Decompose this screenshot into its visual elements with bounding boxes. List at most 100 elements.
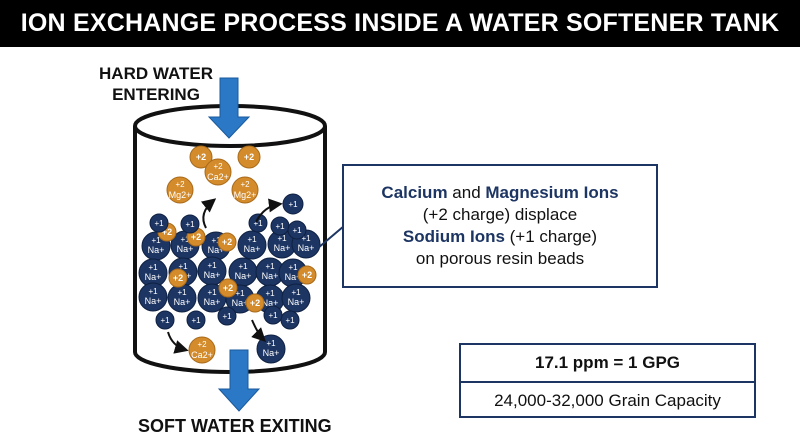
callout-line-3: Sodium Ions (+1 charge) <box>402 227 598 246</box>
svg-text:+2: +2 <box>173 273 183 283</box>
svg-text:Ca2+: Ca2+ <box>207 172 229 182</box>
svg-text:+1: +1 <box>148 287 158 296</box>
svg-text:+1: +1 <box>151 236 161 245</box>
resin-beads: +2+2Ca2++2+2Mg2++2Mg2++1+1Na++1Na++1Na++… <box>138 145 321 364</box>
sodium-bead: +1Na+ <box>281 283 311 313</box>
plus-two-ion: +2 <box>218 278 238 298</box>
flow-arrow <box>200 198 217 229</box>
ppm-conversion: 17.1 ppm = 1 GPG <box>461 345 754 383</box>
sodium-ion: +1 <box>282 193 304 215</box>
outflow-arrow <box>217 349 261 412</box>
svg-text:+1: +1 <box>247 235 257 244</box>
svg-text:Na+: Na+ <box>204 270 221 280</box>
svg-text:+1: +1 <box>185 220 195 229</box>
svg-text:+1: +1 <box>207 288 217 297</box>
plus-two-ion: +2 <box>168 268 188 288</box>
svg-text:+2: +2 <box>302 270 312 280</box>
svg-text:+1: +1 <box>292 226 302 235</box>
svg-text:+1: +1 <box>222 312 232 321</box>
plus-two-ion: +2 <box>217 232 237 252</box>
soft-water-exiting-label: SOFT WATER EXITING <box>138 416 332 436</box>
info-box: 17.1 ppm = 1 GPG 24,000-32,000 Grain Cap… <box>459 343 756 418</box>
svg-text:Na+: Na+ <box>244 244 261 254</box>
flow-arrow <box>167 331 189 354</box>
svg-text:Na+: Na+ <box>174 297 191 307</box>
svg-text:Na+: Na+ <box>274 243 291 253</box>
svg-text:Ca2+: Ca2+ <box>191 350 213 360</box>
sodium-ion: +1 <box>149 213 169 233</box>
svg-text:+1: +1 <box>178 262 188 271</box>
svg-text:Na+: Na+ <box>263 348 280 358</box>
sodium-bead: +1Na+ <box>197 256 227 286</box>
svg-text:+1: +1 <box>154 219 164 228</box>
svg-text:+1: +1 <box>285 316 295 325</box>
svg-text:+1: +1 <box>238 262 248 271</box>
svg-text:Na+: Na+ <box>235 271 252 281</box>
sodium-ion: +1 <box>270 216 290 236</box>
svg-text:Na+: Na+ <box>232 298 249 308</box>
svg-text:Na+: Na+ <box>145 272 162 282</box>
svg-text:+1: +1 <box>207 261 217 270</box>
callout-line-4: on porous resin beads <box>415 249 585 268</box>
grain-capacity: 24,000-32,000 Grain Capacity <box>494 390 721 410</box>
callout-line-1: Calcium and Magnesium Ions <box>381 183 619 202</box>
svg-text:+1: +1 <box>191 316 201 325</box>
sodium-ion: +1 <box>263 305 283 325</box>
svg-text:+2: +2 <box>223 283 233 293</box>
callout-box: Calcium and Magnesium Ions (+2 charge) d… <box>342 164 658 288</box>
callout-connector <box>317 225 345 249</box>
sodium-ion: +1 <box>280 310 300 330</box>
svg-text:+1: +1 <box>160 316 170 325</box>
svg-text:+1: +1 <box>235 289 245 298</box>
svg-text:+2: +2 <box>240 180 250 189</box>
inflow-arrow <box>207 77 251 139</box>
hard-water-entering-label: HARD WATER ENTERING <box>99 64 213 104</box>
svg-text:+2: +2 <box>213 162 223 171</box>
callout-line-2: (+2 charge) displace <box>422 205 578 224</box>
svg-text:+1: +1 <box>253 219 263 228</box>
svg-text:Na+: Na+ <box>145 296 162 306</box>
sodium-bead: +1Na+ <box>237 230 267 260</box>
svg-text:Na+: Na+ <box>204 297 221 307</box>
svg-text:+1: +1 <box>268 311 278 320</box>
svg-text:Mg2+: Mg2+ <box>169 190 192 200</box>
svg-text:+1: +1 <box>291 288 301 297</box>
svg-text:+2: +2 <box>162 227 172 237</box>
sodium-ion: +1 <box>248 213 268 233</box>
svg-text:+1: +1 <box>301 234 311 243</box>
plus-two-ion: +2 <box>245 293 265 313</box>
svg-text:Na+: Na+ <box>208 245 225 255</box>
svg-text:+2: +2 <box>197 340 207 349</box>
svg-text:Na+: Na+ <box>262 298 279 308</box>
svg-text:Na+: Na+ <box>148 245 165 255</box>
svg-text:+2: +2 <box>191 232 201 242</box>
svg-text:+1: +1 <box>277 234 287 243</box>
sodium-bead: +1Na+ <box>138 282 168 312</box>
svg-text:Na+: Na+ <box>177 244 194 254</box>
svg-text:+2: +2 <box>244 152 254 162</box>
svg-text:Mg2+: Mg2+ <box>234 190 257 200</box>
plus-two-ion: +2 <box>237 145 261 169</box>
svg-text:+2: +2 <box>250 298 260 308</box>
svg-text:+2: +2 <box>196 152 206 162</box>
svg-text:Na+: Na+ <box>288 297 305 307</box>
svg-text:+2: +2 <box>175 180 185 189</box>
svg-text:Na+: Na+ <box>285 272 302 282</box>
svg-text:+1: +1 <box>211 236 221 245</box>
sodium-bead: +1Na+ <box>167 283 197 313</box>
sodium-ion: +1 <box>180 214 200 234</box>
page-title: ION EXCHANGE PROCESS INSIDE A WATER SOFT… <box>0 0 800 47</box>
svg-text:+1: +1 <box>148 263 158 272</box>
sodium-ion: +1 <box>186 310 206 330</box>
sodium-ion: +1 <box>155 310 175 330</box>
svg-text:+1: +1 <box>177 288 187 297</box>
sodium-ion: +1 <box>217 306 237 326</box>
svg-text:+1: +1 <box>180 235 190 244</box>
sodium-ion: +1 <box>287 220 307 240</box>
plus-two-ion: +2 <box>189 145 213 169</box>
flow-arrow <box>255 198 283 223</box>
svg-text:Na+: Na+ <box>262 271 279 281</box>
